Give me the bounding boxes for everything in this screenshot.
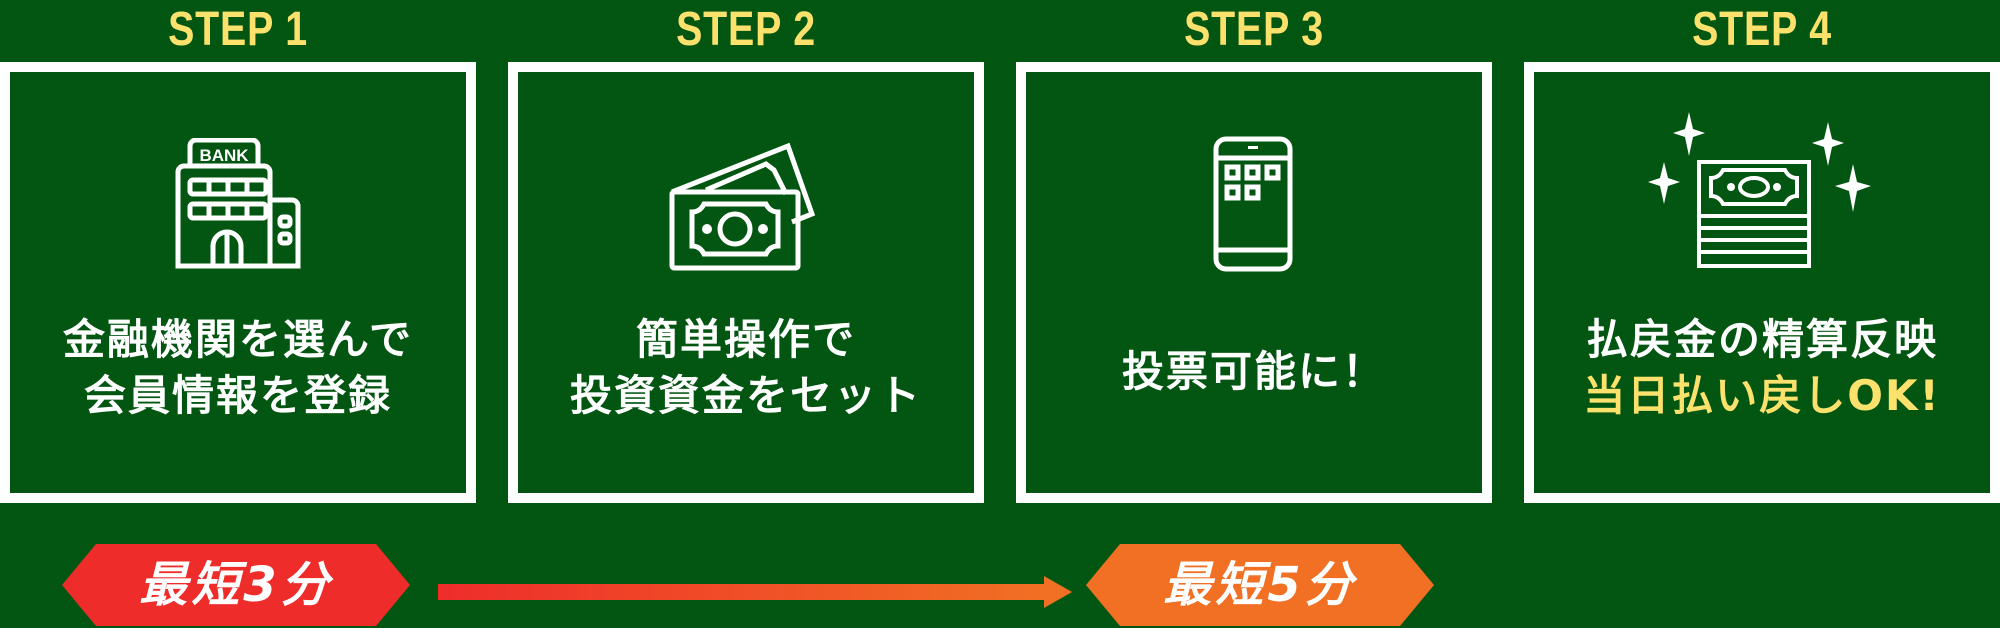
bank-building-icon: BANK: [175, 138, 301, 269]
step-1-caption: 金融機関を選んで 会員情報を登録: [63, 315, 413, 420]
step-4-box: 払戻金の精算反映 当日払い戻しOK!: [1524, 62, 2000, 503]
svg-text:BANK: BANK: [199, 146, 249, 165]
badge-3min: 最短3分: [62, 544, 410, 626]
smartphone-icon: [1213, 136, 1293, 272]
same-day-payout-highlight: 当日払い戻しOK!: [1583, 371, 1941, 420]
step-3-caption: 投票可能に！: [1121, 347, 1386, 396]
step-2-caption: 簡単操作で 投資資金をセット: [569, 315, 922, 420]
badge-5min: 最短5分: [1086, 544, 1434, 626]
step-2: STEP 2 簡単操作で 投資資金をセット: [508, 0, 984, 503]
money-stack-sparkle-icon: [1648, 112, 1871, 268]
step-2-box: 簡単操作で 投資資金をセット: [508, 62, 984, 503]
progress-arrow-icon: [438, 576, 1072, 608]
step-2-label: STEP 2: [676, 3, 816, 56]
step-4-caption: 払戻金の精算反映 当日払い戻しOK!: [1534, 312, 1990, 424]
step-1: STEP 1 BANK 金融機関を選んで 会員情報を登録: [0, 0, 476, 503]
hexagon-badge-shape: [62, 544, 410, 626]
step-3: STEP 3 投票可能に！: [1016, 0, 1492, 503]
step-3-box: 投票可能に！: [1016, 62, 1492, 503]
hexagon-badge-shape: [1086, 544, 1434, 626]
step-3-label: STEP 3: [1184, 3, 1324, 56]
sparkle-icon: [1648, 112, 1871, 212]
step-4-label: STEP 4: [1692, 3, 1832, 56]
step-1-label: STEP 1: [168, 3, 308, 56]
step-4: STEP 4 払戻金の精算反映 当日払い戻しOK!: [1524, 0, 2000, 503]
step-1-box: BANK 金融機関を選んで 会員情報を登録: [0, 62, 476, 503]
banknotes-icon: [669, 142, 816, 271]
